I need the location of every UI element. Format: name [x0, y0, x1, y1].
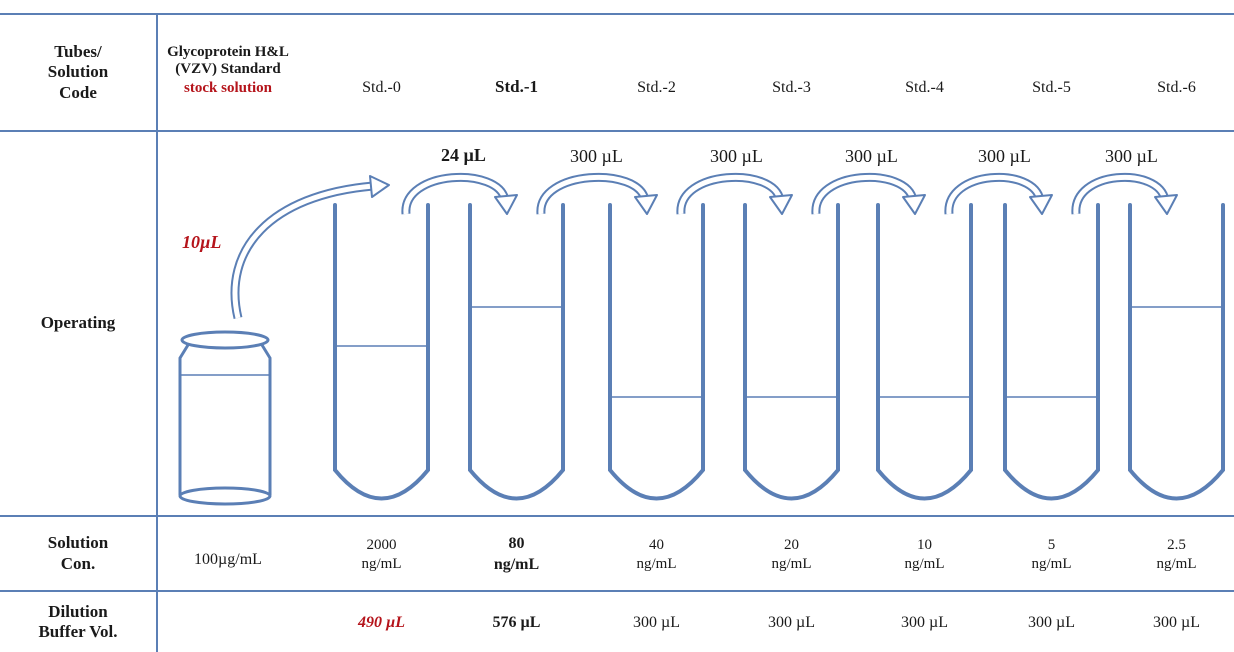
transfer-arrow-head-2 — [769, 194, 793, 215]
std-concentration-2: 40 ng/mL — [636, 536, 677, 573]
row-header-buffer: Dilution Buffer Vol. — [38, 601, 118, 641]
std-code-6: Std.-6 — [1157, 78, 1196, 96]
top-border — [0, 13, 1234, 15]
transfer-volume-4: 300 µL — [978, 146, 1031, 166]
stock-title: Glycoprotein H&L (VZV) Standard — [167, 43, 289, 77]
transfer-arrow-fill-0 — [403, 174, 508, 215]
transfer-arrow-head-0 — [494, 194, 518, 215]
transfer-arrow-fill-1 — [538, 174, 648, 215]
transfer-arrow-head-4 — [1029, 194, 1053, 215]
transfer-arrow-head-5 — [1154, 194, 1178, 215]
transfer-arrow-fill-4 — [946, 174, 1043, 215]
tube-0 — [333, 203, 430, 501]
transfer-volume-1: 300 µL — [570, 146, 623, 166]
std-buffer-volume-4: 300 µL — [901, 613, 948, 631]
std-code-3: Std.-3 — [772, 78, 811, 96]
tube-3 — [743, 203, 840, 501]
row-header-concentration: Solution Con. — [47, 533, 109, 573]
std-code-2: Std.-2 — [637, 78, 676, 96]
transfer-volume-3: 300 µL — [845, 146, 898, 166]
std-code-1: Std.-1 — [495, 77, 538, 97]
transfer-arrow-head-1 — [634, 194, 658, 215]
std-buffer-volume-1: 576 µL — [492, 613, 541, 631]
label-column-divider — [156, 13, 158, 652]
stock-subtitle: stock solution — [184, 80, 272, 97]
std-code-0: Std.-0 — [362, 78, 401, 96]
operating-divider — [0, 515, 1234, 517]
stock-header: Glycoprotein H&L (VZV) Standard stock so… — [160, 28, 296, 113]
stock-jar-body — [178, 344, 272, 495]
std-concentration-1: 80 ng/mL — [493, 535, 540, 573]
tube-5 — [1003, 203, 1100, 501]
transfer-volume-5: 300 µL — [1105, 146, 1158, 166]
transfer-arrow-head-3 — [902, 194, 926, 215]
std-buffer-volume-5: 300 µL — [1028, 613, 1075, 631]
row-header-operating: Operating — [40, 313, 116, 333]
std-concentration-5: 5 ng/mL — [1031, 536, 1072, 573]
stock-transfer-volume: 10µL — [182, 232, 222, 252]
std-concentration-4: 10 ng/mL — [904, 536, 945, 573]
tube-6 — [1128, 203, 1225, 501]
transfer-arrow-fill-3 — [813, 174, 916, 215]
std-buffer-volume-2: 300 µL — [633, 613, 680, 631]
transfer-arrow-fill-5 — [1073, 174, 1168, 215]
std-code-5: Std.-5 — [1032, 78, 1071, 96]
std-concentration-3: 20 ng/mL — [771, 536, 812, 573]
std-buffer-volume-0: 490 µL — [358, 613, 405, 631]
std-concentration-6: 2.5 ng/mL — [1156, 536, 1197, 573]
stock-concentration: 100µg/mL — [194, 550, 262, 568]
stock-jar-base — [178, 486, 272, 506]
tube-1 — [468, 203, 565, 501]
std-buffer-volume-3: 300 µL — [768, 613, 815, 631]
std-code-4: Std.-4 — [905, 78, 944, 96]
stock-arrow-outline — [230, 181, 374, 320]
stock-jar-rim — [180, 330, 270, 350]
transfer-volume-2: 300 µL — [710, 146, 763, 166]
transfer-volume-0: 24 µL — [441, 145, 486, 165]
std-concentration-0: 2000 ng/mL — [361, 536, 402, 573]
row-header-tubes: Tubes/ Solution Code — [47, 41, 109, 102]
header-divider — [0, 130, 1234, 132]
tube-2 — [608, 203, 705, 501]
std-buffer-volume-6: 300 µL — [1153, 613, 1200, 631]
stock-arrow-head — [369, 175, 390, 198]
stock-arrow-fill — [232, 183, 374, 319]
transfer-arrow-fill-2 — [678, 174, 783, 215]
conc-divider — [0, 590, 1234, 592]
tube-4 — [876, 203, 973, 501]
